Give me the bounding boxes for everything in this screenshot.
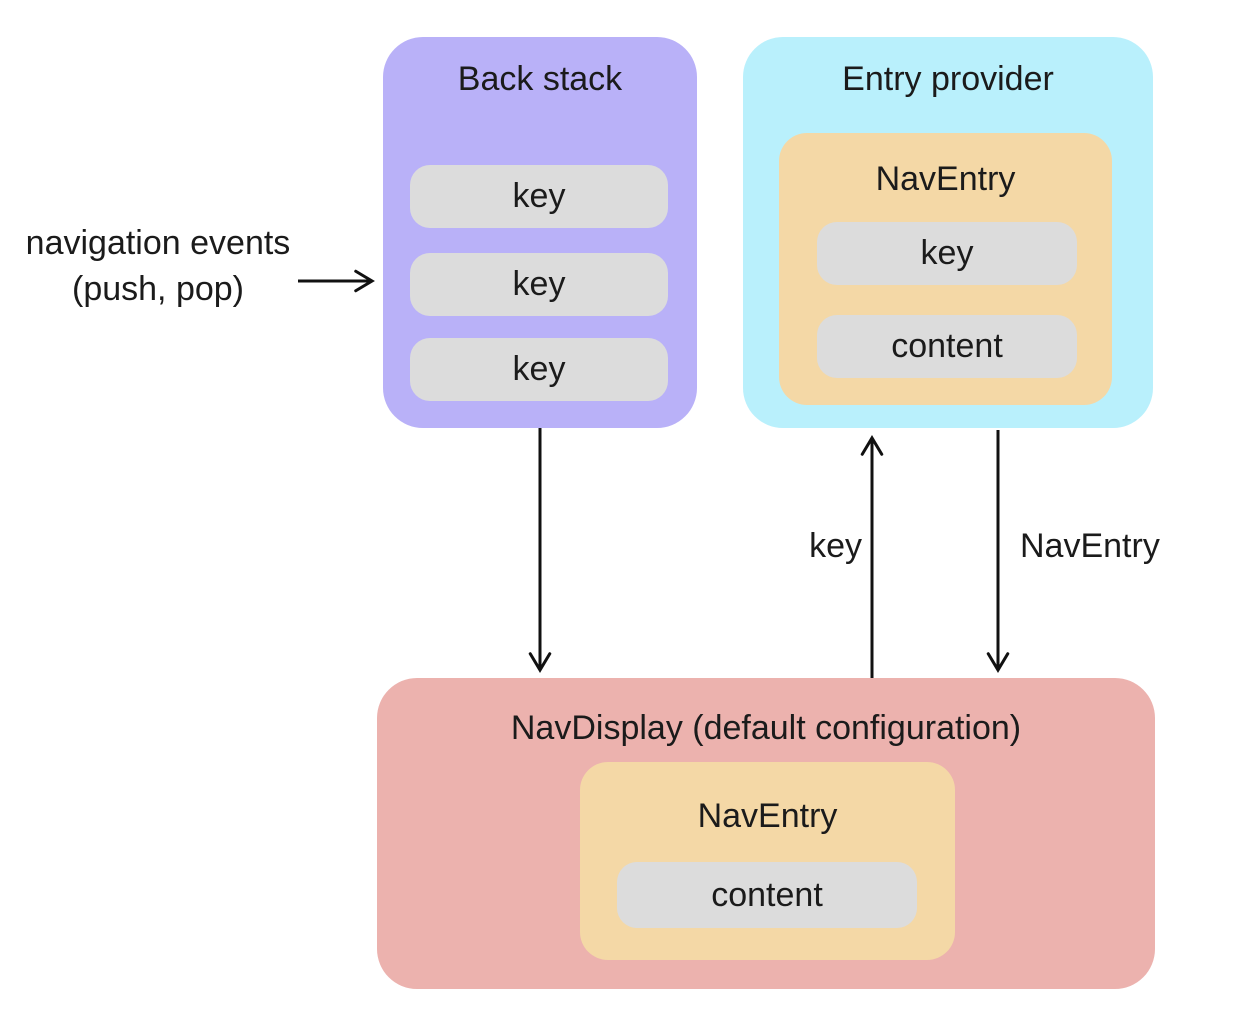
entry-provider-title: Entry provider xyxy=(842,60,1054,98)
nav-display-nav-entry-box: NavEntry content xyxy=(580,762,955,960)
back-stack-key-pill: key xyxy=(410,165,668,228)
nav-entry-arrow-label: NavEntry xyxy=(1020,527,1160,565)
nav-display-box: NavDisplay (default configuration) NavEn… xyxy=(377,678,1155,989)
nav-entry-content-pill: content xyxy=(617,862,917,928)
back-stack-key-pill: key xyxy=(410,338,668,401)
back-stack-box: Back stack key key key xyxy=(383,37,697,428)
nav-entry-title: NavEntry xyxy=(697,797,838,835)
back-stack-title: Back stack xyxy=(457,60,623,98)
nav-display-title: NavDisplay (default configuration) xyxy=(510,709,1022,747)
navigation-events-line2: (push, pop) xyxy=(72,270,244,308)
key-arrow-label: key xyxy=(809,527,862,565)
navigation-events-label: navigation events (push, pop) xyxy=(8,220,308,312)
navigation-events-line1: navigation events xyxy=(25,224,291,262)
nav-entry-content-pill: content xyxy=(817,315,1077,378)
nav-entry-title: NavEntry xyxy=(875,160,1016,198)
back-stack-key-pill: key xyxy=(410,253,668,316)
entry-provider-box: Entry provider NavEntry key content xyxy=(743,37,1153,428)
entry-provider-nav-entry-box: NavEntry key content xyxy=(779,133,1112,405)
nav-entry-key-pill: key xyxy=(817,222,1077,285)
